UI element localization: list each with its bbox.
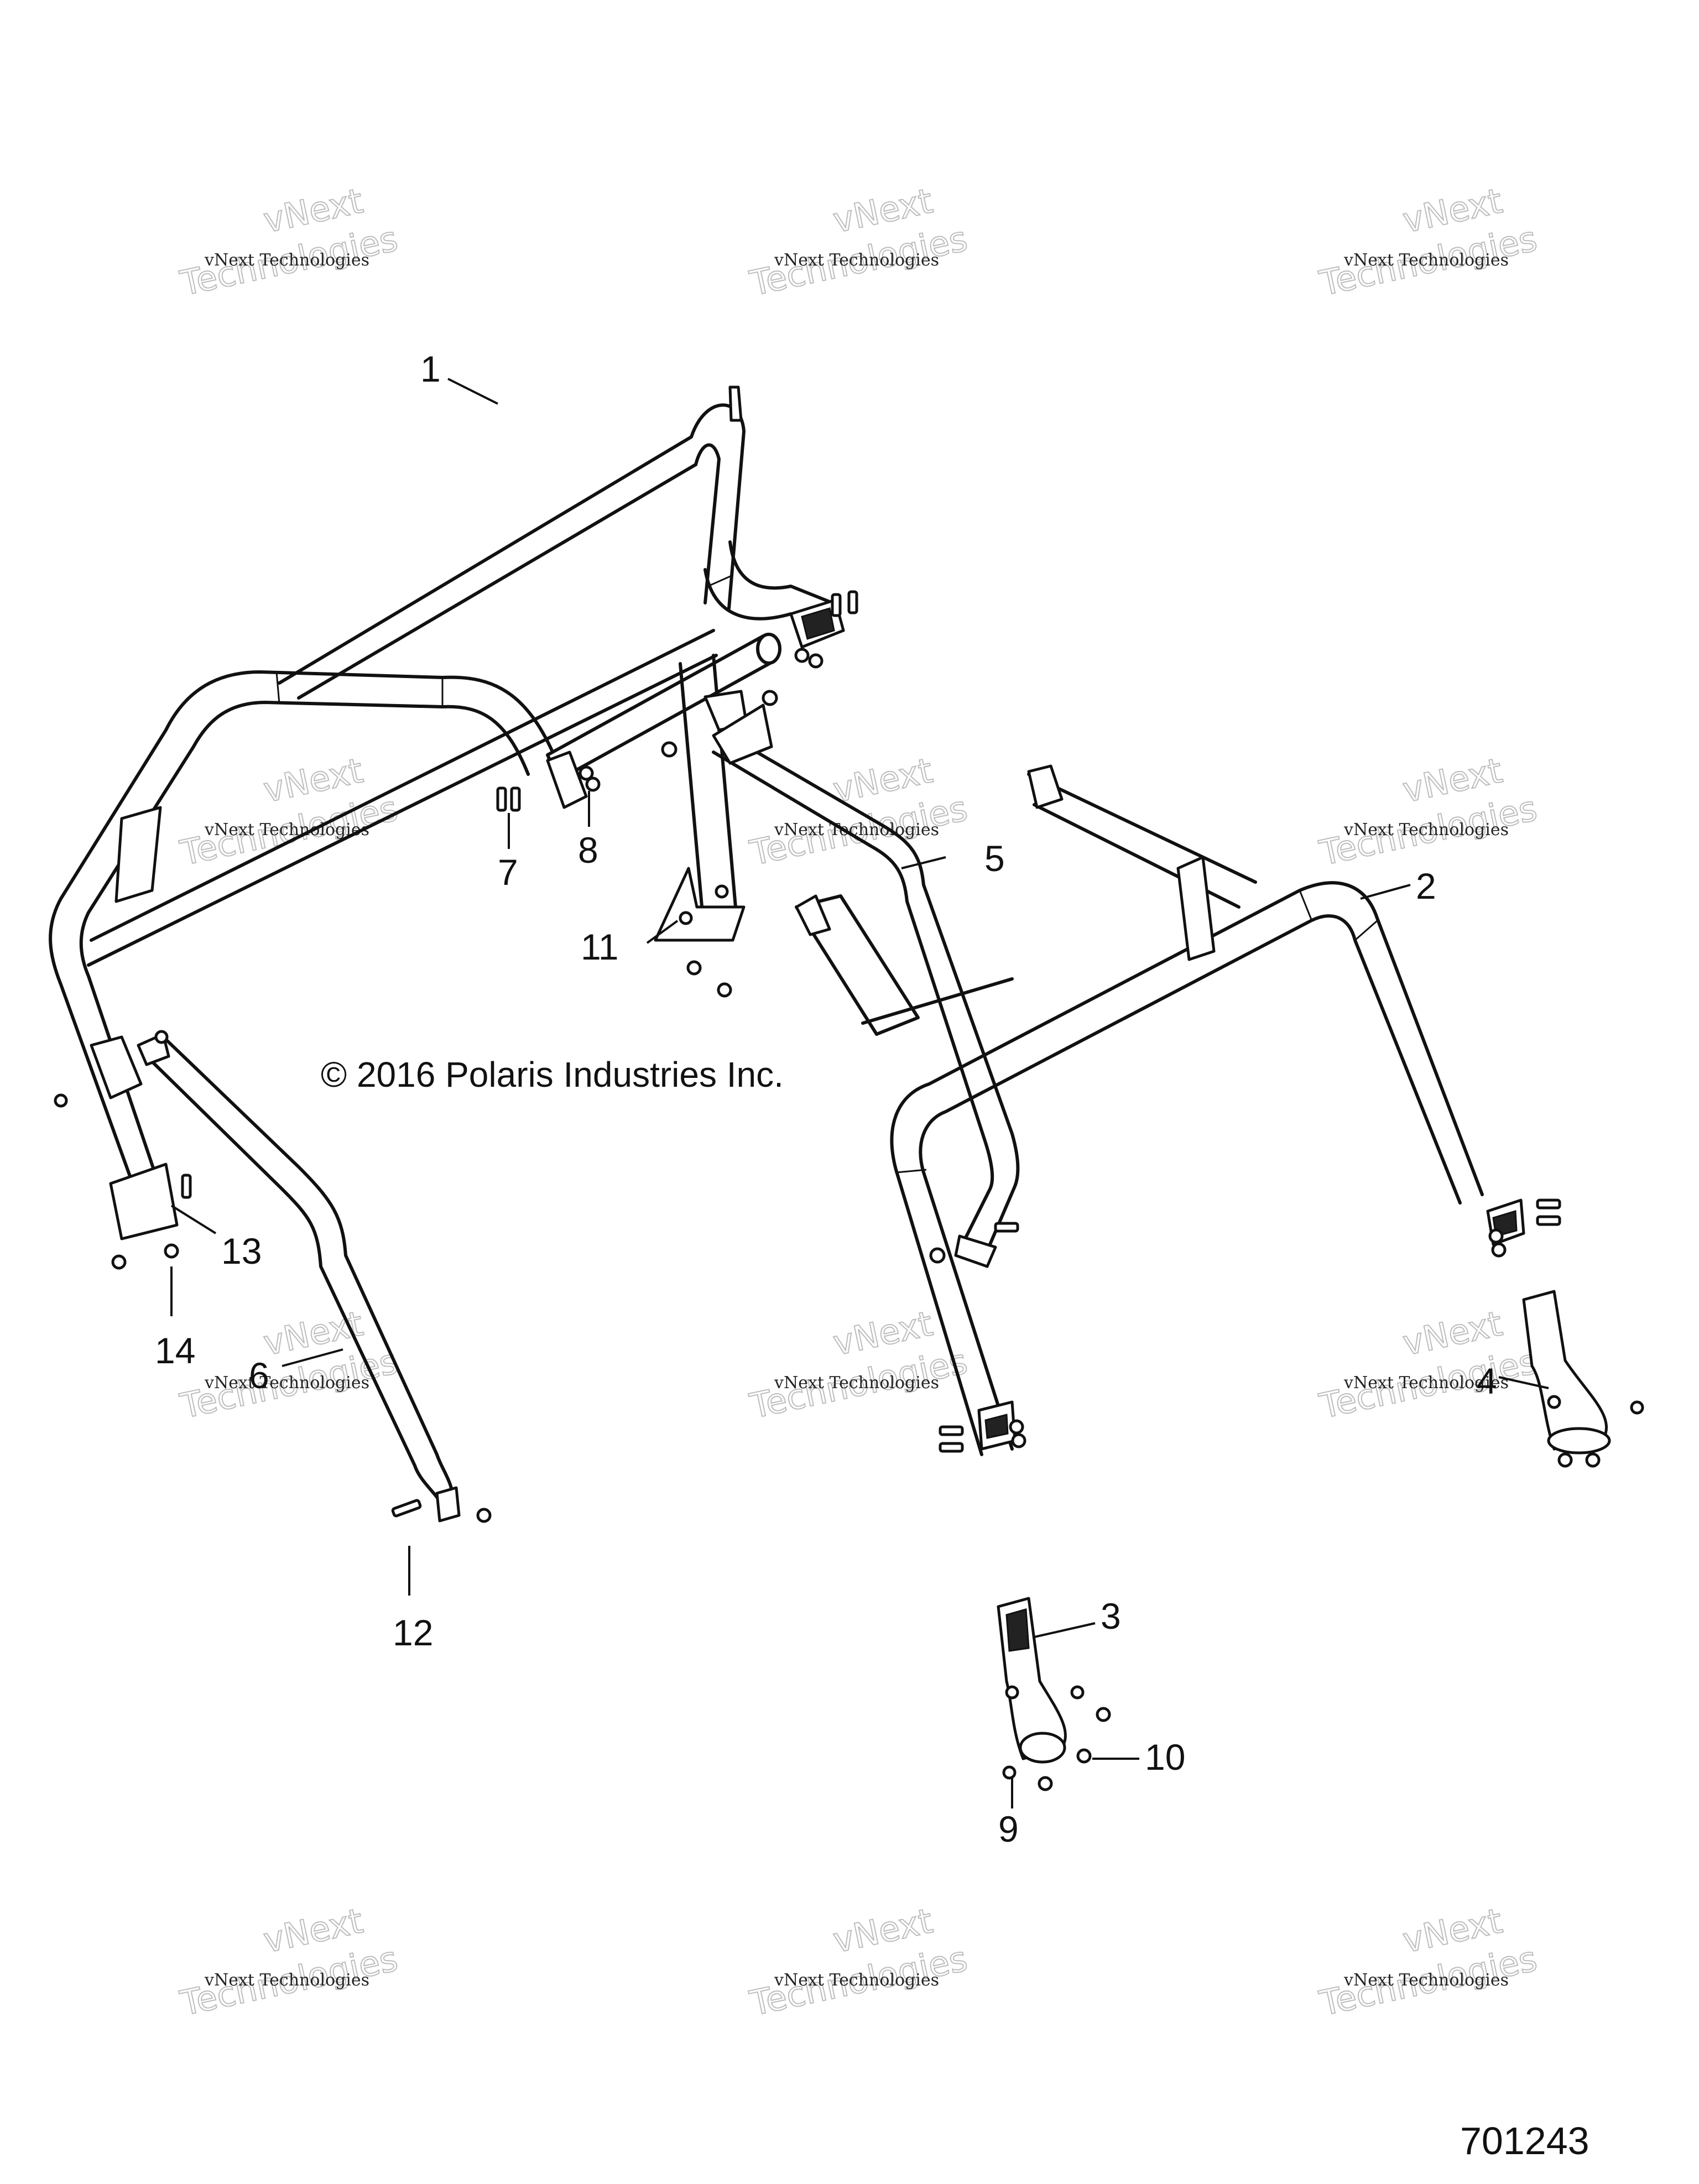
watermark-line: vNext Technologies	[204, 820, 369, 840]
hardware-rear-mounts	[939, 1198, 1561, 1453]
watermark-line: vNext Technologies	[204, 1373, 369, 1393]
callout-12: 12	[393, 1612, 433, 1653]
part-2-rear-cage	[795, 764, 1525, 1456]
watermark-line: vNext Technologies	[1343, 1971, 1509, 1990]
bolts-upper-right	[794, 590, 858, 669]
part-11-mount-bracket	[654, 690, 778, 998]
document-number: 701243	[1460, 2119, 1589, 2162]
nuts-8	[579, 765, 601, 792]
callout-11: 11	[581, 926, 619, 967]
callout-3: 3	[1101, 1596, 1121, 1636]
callout-7: 7	[498, 852, 518, 893]
part-5-rear-brace	[712, 703, 1020, 1268]
callout-13: 13	[221, 1231, 262, 1271]
callout-2: 2	[1416, 866, 1436, 906]
watermark-line: vNext Technologies	[204, 1971, 369, 1990]
part-13-bracket	[54, 1093, 192, 1270]
callout-5: 5	[984, 838, 1005, 879]
part-1-front-cage	[49, 385, 845, 1224]
callout-10: 10	[1145, 1737, 1185, 1778]
watermark-line: vNext Technologies	[204, 251, 369, 270]
callout-9: 9	[998, 1808, 1019, 1849]
watermark-line: vNext Technologies	[774, 1373, 939, 1393]
part-6-left-brace	[137, 1030, 492, 1523]
leader-lines	[170, 378, 1549, 1808]
part-4-right-foot-mount	[1522, 1290, 1644, 1468]
watermark-line: vNext Technologies	[1343, 251, 1509, 270]
watermark-line: vNext Technologies	[1343, 1373, 1509, 1393]
bolts-7	[496, 786, 521, 812]
watermark-line: vNext Technologies	[774, 1971, 939, 1990]
callout-6: 6	[249, 1355, 269, 1396]
watermark-line: vNext Technologies	[1343, 820, 1509, 840]
callout-1: 1	[420, 348, 441, 389]
part-3-left-foot-mount	[997, 1597, 1111, 1791]
callout-8: 8	[578, 830, 598, 871]
watermark-line: vNext Technologies	[774, 251, 939, 270]
callout-14: 14	[155, 1330, 195, 1371]
copyright-text: © 2016 Polaris Industries Inc.	[321, 1055, 784, 1094]
callout-4: 4	[1477, 1361, 1497, 1401]
